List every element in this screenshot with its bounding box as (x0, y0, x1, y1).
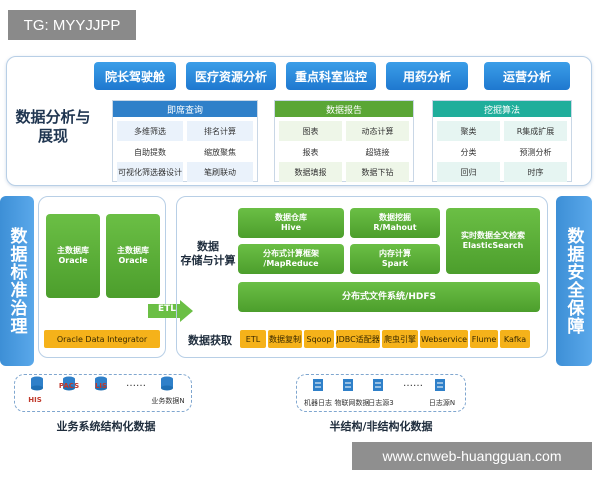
cell-multi-filter[interactable]: 多维筛选 (117, 121, 183, 141)
hive-line2: Hive (280, 223, 302, 232)
source-machine-log: 机器日志 (304, 399, 332, 407)
group-mining-title: 挖掘算法 (433, 101, 571, 117)
side-data-security: 数据安全保障 (556, 196, 592, 366)
es-line2: ElasticSearch (462, 241, 524, 250)
source-biz-n: 业务数据N (151, 397, 185, 405)
app-button-resource[interactable]: 医疗资源分析 (186, 62, 276, 90)
cell-chart[interactable]: 图表 (279, 121, 342, 141)
source-iot: 物联网数据 (334, 399, 370, 407)
database-icon (161, 376, 173, 391)
cell-hyperlink[interactable]: 超链接 (346, 142, 409, 162)
compute-label-line1: 数据 (197, 240, 219, 253)
app-button-dashboard[interactable]: 院长驾驶舱 (94, 62, 176, 90)
cell-r-ext[interactable]: R集成扩展 (504, 121, 567, 141)
cell-classification[interactable]: 分类 (437, 142, 500, 162)
mahout-line1: 数据挖掘 (379, 213, 411, 222)
source-lis: LIS (94, 382, 108, 390)
cell-self-fetch[interactable]: 自助提数 (117, 142, 183, 162)
group-adhoc-title: 即席查询 (113, 101, 257, 117)
watermark-bottom: www.cnweb-huangguan.com (352, 442, 592, 470)
group-report-title: 数据报告 (275, 101, 413, 117)
database-icon (31, 376, 43, 391)
acquisition-label: 数据获取 (188, 334, 232, 347)
tool-kafka[interactable]: Kafka (500, 330, 530, 348)
database-icon (63, 376, 75, 391)
app-button-medication[interactable]: 用药分析 (386, 62, 468, 90)
tool-sqoop[interactable]: Sqoop (304, 330, 334, 348)
cell-zoom-focus[interactable]: 缩放聚焦 (187, 142, 253, 162)
mr-line2: /MapReduce (263, 259, 319, 268)
server-icon (373, 379, 383, 391)
cell-drilldown[interactable]: 数据下钻 (346, 162, 409, 182)
tool-jdbc[interactable]: JDBC适配器 (336, 330, 380, 348)
cell-visual-filter[interactable]: 可视化筛选器设计 (117, 162, 183, 182)
watermark-top: TG: MYYJJPP (8, 10, 136, 40)
side-data-governance: 数据标准治理 (0, 196, 34, 366)
group-mining: 挖掘算法 聚类 R集成扩展 分类 预测分析 回归 时序 (432, 100, 572, 182)
tool-flume[interactable]: Flume (470, 330, 498, 348)
cell-report[interactable]: 报表 (279, 142, 342, 162)
tool-replication[interactable]: 数据复制 (268, 330, 302, 348)
cell-forecast[interactable]: 预测分析 (504, 142, 567, 162)
spark-line1: 内存计算 (379, 249, 411, 258)
server-icon (343, 379, 353, 391)
source-ellipsis-2: …… (403, 378, 423, 389)
source-log-n: 日志源N (428, 399, 456, 407)
es-line1: 实时数据全文检索 (461, 231, 525, 240)
compute-label: 数据 存储与计算 (180, 240, 236, 268)
source-pacs: PACS (58, 382, 80, 390)
group-adhoc-query: 即席查询 多维筛选 排名计算 自助提数 缩放聚焦 可视化筛选器设计 笔刷联动 (112, 100, 258, 182)
etl-label: ETL (157, 304, 177, 314)
source-his: HIS (28, 396, 42, 404)
app-button-department[interactable]: 重点科室监控 (286, 62, 376, 90)
spark-line2: Spark (381, 259, 409, 268)
cell-brush-link[interactable]: 笔刷联动 (187, 162, 253, 182)
cell-clustering[interactable]: 聚类 (437, 121, 500, 141)
sources-unstructured (296, 374, 466, 412)
unstructured-data-title: 半结构/非结构化数据 (329, 420, 433, 433)
cell-timeseries[interactable]: 时序 (504, 162, 567, 182)
analysis-label: 数据分析与 展现 (14, 108, 92, 146)
cell-dynamic-calc[interactable]: 动态计算 (346, 121, 409, 141)
tool-etl[interactable]: ETL (240, 330, 266, 348)
oracle-data-integrator[interactable]: Oracle Data Integrator (44, 330, 160, 348)
mahout-line2: R/Mahout (373, 223, 417, 232)
main-db-oracle-2[interactable]: 主数据库 Oracle (106, 214, 160, 298)
box-mapreduce[interactable]: 分布式计算框架/MapReduce (238, 244, 344, 274)
source-ellipsis: …… (126, 378, 146, 389)
compute-panel (176, 196, 548, 358)
database-icon (95, 376, 107, 391)
cell-rank-calc[interactable]: 排名计算 (187, 121, 253, 141)
hive-line1: 数据仓库 (275, 213, 307, 222)
source-log3: 日志源3 (368, 399, 394, 407)
etl-arrow-icon (148, 300, 193, 322)
storage-panel (38, 196, 166, 358)
tool-webservice[interactable]: Webservice (420, 330, 468, 348)
sources-structured (14, 374, 192, 412)
cell-data-fill[interactable]: 数据填报 (279, 162, 342, 182)
structured-data-title: 业务系统结构化数据 (56, 420, 156, 433)
main-db-oracle-1[interactable]: 主数据库 Oracle (46, 214, 100, 298)
analysis-label-line1: 数据分析与 (15, 108, 91, 126)
group-data-report: 数据报告 图表 动态计算 报表 超链接 数据填报 数据下钻 (274, 100, 414, 182)
mr-line1: 分布式计算框架 (263, 249, 319, 258)
server-icon (313, 379, 323, 391)
analysis-label-line2: 展现 (37, 127, 68, 145)
app-button-operation[interactable]: 运营分析 (484, 62, 570, 90)
compute-label-line2: 存储与计算 (180, 254, 236, 267)
tool-crawler[interactable]: 爬虫引擎 (382, 330, 418, 348)
box-hdfs[interactable]: 分布式文件系统/HDFS (238, 282, 540, 312)
cell-regression[interactable]: 回归 (437, 162, 500, 182)
server-icon (435, 379, 445, 391)
